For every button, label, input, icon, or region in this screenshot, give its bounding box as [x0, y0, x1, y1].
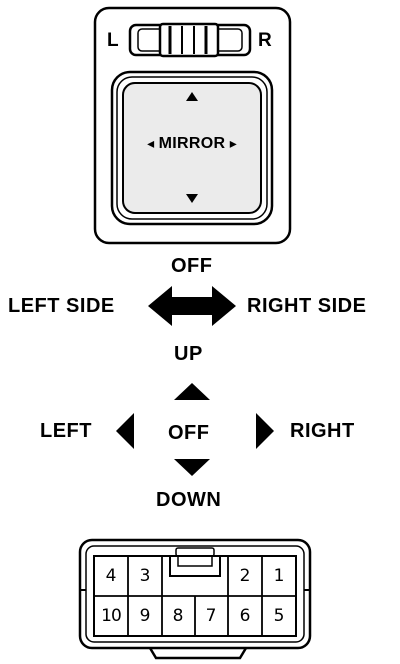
adjust-off-label: OFF [168, 422, 210, 444]
left-label: LEFT [40, 420, 92, 442]
left-mirror-label: L [107, 30, 120, 51]
pin-3: 3 [139, 566, 151, 586]
button-down-arrow-icon [186, 194, 198, 203]
pin-8: 8 [172, 606, 184, 626]
right-side-label: RIGHT SIDE [247, 295, 367, 317]
down-label: DOWN [156, 489, 222, 511]
mirror-button-bezel [110, 70, 274, 226]
mirror-button-face [122, 82, 262, 214]
up-label: UP [174, 343, 203, 365]
button-left-arrow-icon: ◂ [147, 135, 155, 151]
button-right-arrow-icon: ▸ [229, 135, 237, 151]
pin-2: 2 [239, 566, 251, 586]
left-side-label: LEFT SIDE [8, 295, 115, 317]
pin-4: 4 [105, 566, 117, 586]
pin-5: 5 [273, 606, 285, 626]
mirror-switch-assembly: L R ◂ MIRROR ▸ [0, 0, 400, 250]
right-mirror-label: R [258, 30, 273, 51]
switch-housing [93, 6, 292, 245]
pin-7: 7 [205, 606, 217, 626]
pin-6: 6 [239, 606, 251, 626]
right-label: RIGHT [290, 420, 355, 442]
pin-1: 1 [273, 566, 285, 586]
selector-off-label: OFF [171, 255, 213, 277]
selector-knob [158, 22, 220, 58]
button-up-arrow-icon [186, 92, 198, 101]
pin-10: 10 [101, 606, 122, 626]
mirror-button-label: MIRROR [158, 135, 226, 152]
switch-outline-drawing [93, 6, 292, 245]
pin-9: 9 [139, 606, 151, 626]
mirror-button[interactable]: ◂ MIRROR ▸ [123, 135, 261, 159]
